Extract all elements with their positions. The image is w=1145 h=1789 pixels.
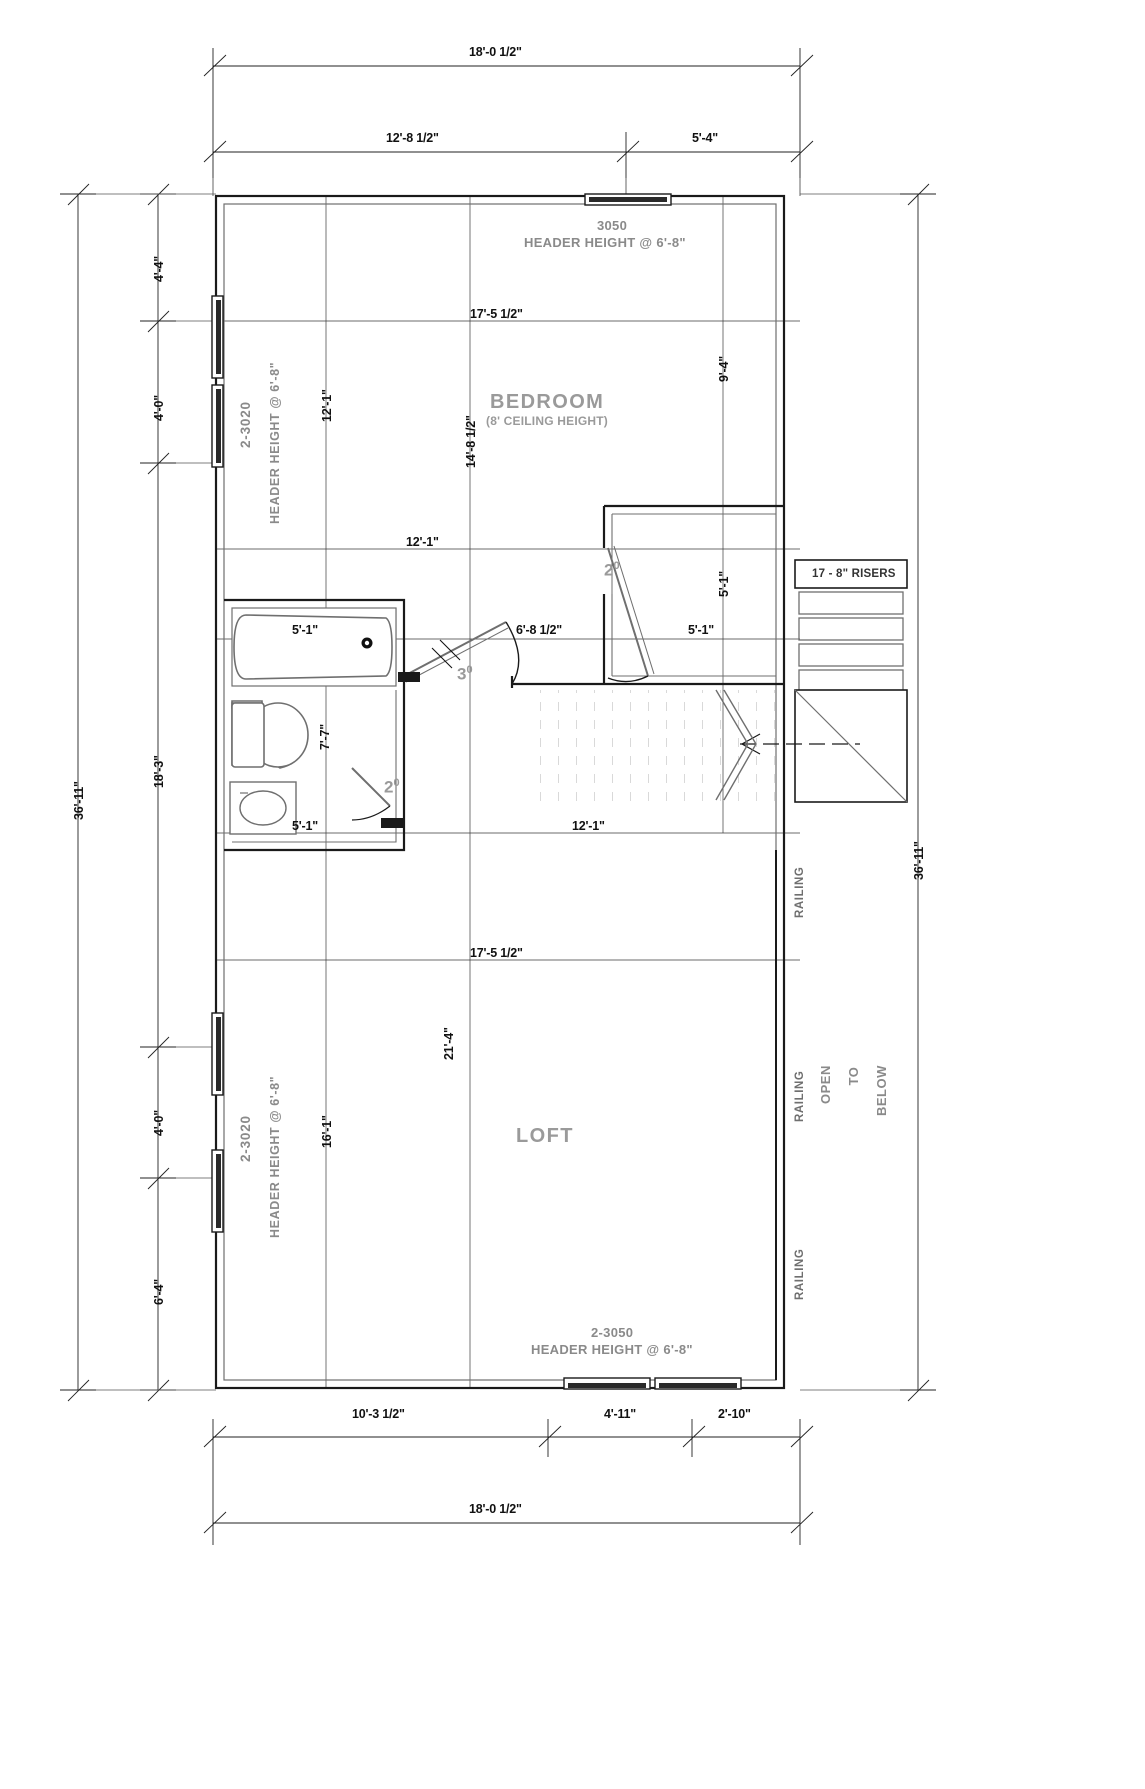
railing-label-3: RAILING — [794, 1248, 806, 1300]
dim-left-seg-3: 18'-3" — [152, 755, 166, 788]
room-label-loft: LOFT — [516, 1125, 574, 1147]
room-label-bedroom: BEDROOM — [490, 391, 605, 413]
bathroom-door — [398, 621, 520, 685]
closet-walls — [602, 504, 784, 686]
dim-tub-len: 5'-1" — [292, 623, 318, 637]
dim-loft-depth-left: 16'-1" — [320, 1115, 334, 1148]
header-height-left-lower: HEADER HEIGHT @ 6'-8" — [268, 1075, 282, 1238]
header-height-bottom: HEADER HEIGHT @ 6'-8" — [531, 1342, 693, 1357]
dimension-lines — [60, 48, 936, 1545]
dim-bottom-2: 4'-11" — [604, 1407, 637, 1421]
dim-bedroom-right: 9'-4" — [717, 356, 731, 382]
window-tag-left-upper: 2-3020 — [238, 401, 253, 448]
open-to-below-label-3: BELOW — [874, 1062, 894, 1116]
dim-bottom-1: 10'-3 1/2" — [352, 1407, 405, 1421]
open-to-below-line-1: OPEN — [818, 1065, 833, 1104]
dim-bottom-3: 2'-10" — [718, 1407, 751, 1421]
dim-bath-depth: 7'-7" — [318, 724, 332, 750]
open-to-below-label: OPEN — [818, 1062, 838, 1104]
bathroom-walls — [224, 598, 406, 852]
vanity-sink — [229, 781, 297, 835]
dim-bedroom-depth-mid: 14'-8 1/2" — [464, 415, 478, 468]
toilet — [231, 700, 309, 769]
door-tag-vanity-size: 2 — [384, 777, 394, 797]
door-tag-closet: 20 — [604, 560, 620, 581]
dim-vanity-len: 5'-1" — [292, 819, 318, 833]
closet-door — [607, 545, 655, 683]
dim-bedroom-depth-left: 12'-1" — [320, 389, 334, 422]
dim-top-left: 12'-8 1/2" — [386, 131, 439, 145]
window-tag-top: 3050 — [597, 218, 628, 233]
open-to-below-line-2: TO — [846, 1066, 861, 1086]
dim-left-seg-1: 4'-4" — [152, 256, 166, 282]
door-tag-bath: 30 — [457, 664, 473, 685]
stairs — [536, 559, 908, 803]
railing-label-2: RAILING — [794, 1070, 806, 1122]
door-tag-bath-sup: 0 — [466, 664, 473, 676]
dim-top-overall: 18'-0 1/2" — [469, 45, 522, 59]
stair-direction-arrow — [740, 733, 860, 755]
dim-hall: 6'-8 1/2" — [516, 623, 563, 637]
header-height-left-upper: HEADER HEIGHT @ 6'-8" — [268, 361, 282, 524]
dim-loft-depth-mid: 21'-4" — [442, 1027, 456, 1060]
railing — [775, 850, 785, 1380]
door-tag-closet-sup: 0 — [613, 560, 620, 572]
windows — [211, 193, 742, 1390]
dim-loft-row-top: 12'-1" — [572, 819, 605, 833]
door-tag-bath-size: 3 — [457, 664, 467, 684]
window-tag-left-lower: 2-3020 — [238, 1115, 253, 1162]
dim-left-seg-5: 6'-4" — [152, 1279, 166, 1305]
dim-top-right: 5'-4" — [692, 131, 718, 145]
dim-bottom-overall: 18'-0 1/2" — [469, 1502, 522, 1516]
bathtub — [231, 607, 397, 687]
vanity-door — [351, 767, 403, 828]
door-tag-closet-size: 2 — [604, 560, 614, 580]
dim-left-overall: 36'-11" — [72, 781, 86, 820]
hall-walls — [510, 676, 604, 688]
dim-left-seg-4: 4'-0" — [152, 1110, 166, 1136]
door-tag-vanity: 20 — [384, 777, 400, 798]
open-to-below-line-3: BELOW — [874, 1065, 889, 1116]
dim-bedroom-width: 17'-5 1/2" — [470, 307, 523, 321]
railing-label-1: RAILING — [794, 866, 806, 918]
dim-loft-width: 17'-5 1/2" — [470, 946, 523, 960]
dim-closet-width: 5'-1" — [688, 623, 714, 637]
window-tag-bottom: 2-3050 — [591, 1325, 634, 1340]
door-tag-vanity-sup: 0 — [393, 777, 400, 789]
dim-closet-depth: 5'-1" — [717, 571, 731, 597]
dim-left-seg-2: 4'-0" — [152, 395, 166, 421]
interior-dimension-lines — [216, 196, 800, 1388]
header-height-top: HEADER HEIGHT @ 6'-8" — [524, 235, 686, 250]
dim-bath-row: 12'-1" — [406, 535, 439, 549]
room-sublabel-bedroom: (8' CEILING HEIGHT) — [486, 414, 608, 428]
risers-label: 17 - 8" RISERS — [812, 568, 896, 580]
dim-right-overall: 36'-11" — [912, 841, 926, 880]
open-to-below-label-2: TO — [846, 1062, 866, 1086]
